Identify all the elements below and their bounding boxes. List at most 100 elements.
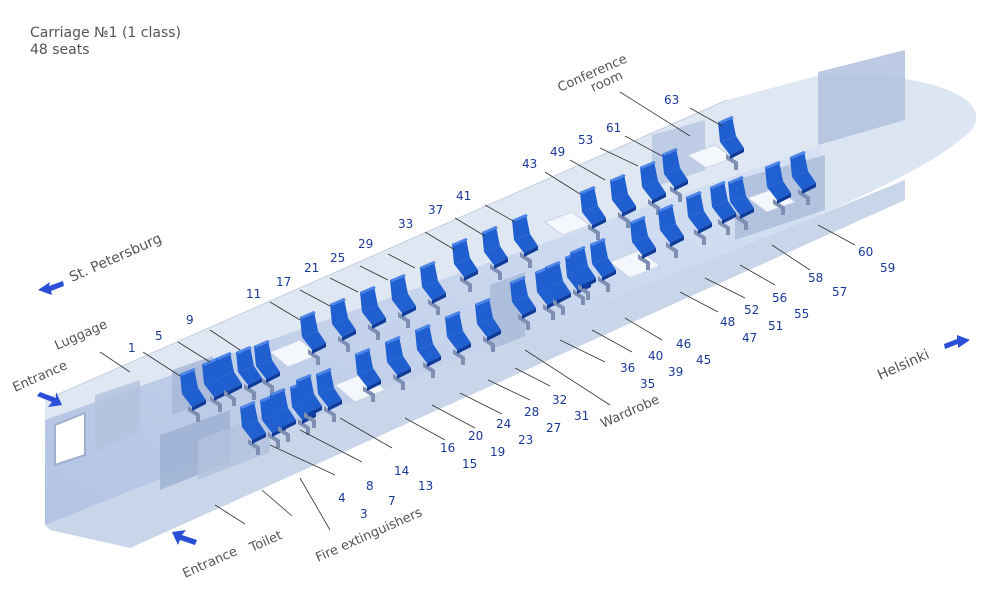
carriage-title: Carriage №1 (1 class) <box>30 25 181 41</box>
leader-line <box>359 265 389 281</box>
label-luggage: Luggage <box>53 317 110 353</box>
seat-number: 19 <box>490 445 505 459</box>
seat-number: 1 <box>128 341 136 355</box>
seat-number: 47 <box>742 331 757 345</box>
arrow-up-left-icon <box>172 530 197 545</box>
seat-number: 31 <box>574 409 589 423</box>
end-door <box>54 411 86 467</box>
table <box>269 339 319 368</box>
seat-number: 4 <box>338 491 346 505</box>
seat-number: 45 <box>696 353 711 367</box>
seat-number: 43 <box>522 157 537 171</box>
direction-helsinki: Helsinki <box>875 347 932 384</box>
seat-icon[interactable] <box>765 161 791 215</box>
seat-number: 36 <box>620 361 635 375</box>
seat-number: 21 <box>304 261 319 275</box>
seat-icon[interactable] <box>296 374 322 428</box>
leader-line <box>591 329 633 353</box>
arrow-down-right-icon <box>37 392 62 407</box>
seat-number: 28 <box>524 405 539 419</box>
seat-icon[interactable] <box>316 368 342 422</box>
leader-line <box>454 217 486 237</box>
seat-icon[interactable] <box>658 204 684 258</box>
leader-line <box>624 317 663 341</box>
leader-line <box>771 244 811 271</box>
leader-line <box>624 135 663 157</box>
leader-line <box>404 417 446 441</box>
seat-icon[interactable] <box>728 176 754 230</box>
seat-icon[interactable] <box>330 298 356 352</box>
seat-icon[interactable] <box>385 336 411 390</box>
seat-count: 48 seats <box>30 42 90 58</box>
leader-line <box>261 489 293 517</box>
seat-icon[interactable] <box>475 298 501 352</box>
seat-icon[interactable] <box>355 348 381 402</box>
seat-number: 32 <box>552 393 567 407</box>
leader-line <box>329 277 359 293</box>
carriage-header: Carriage №1 (1 class) 48 seats <box>30 25 181 59</box>
seat-icon[interactable] <box>718 116 744 170</box>
seat-icon[interactable] <box>180 368 206 422</box>
seat-number: 3 <box>360 507 368 521</box>
leader-line <box>484 204 516 223</box>
seat-number: 29 <box>358 237 373 251</box>
table <box>543 211 592 236</box>
seat-number: 51 <box>768 319 783 333</box>
seat-icon[interactable] <box>686 191 712 245</box>
leader-line <box>269 444 336 476</box>
seat-number: 20 <box>468 429 483 443</box>
seat-icon[interactable] <box>510 276 536 330</box>
seats-group <box>180 116 816 455</box>
seat-icon[interactable] <box>710 181 736 235</box>
seat-icon[interactable] <box>610 174 636 228</box>
seat-icon[interactable] <box>580 186 606 240</box>
seat-icon[interactable] <box>216 352 242 406</box>
label-entrance-left: Entrance <box>11 358 70 395</box>
seat-icon[interactable] <box>360 286 386 340</box>
leader-line <box>299 289 331 307</box>
leader-line <box>559 339 606 363</box>
luggage-rack <box>95 380 140 452</box>
seat-number: 46 <box>676 337 691 351</box>
leader-line <box>339 417 393 449</box>
seat-icon[interactable] <box>445 311 471 365</box>
label-toilet: Toilet <box>247 528 285 556</box>
seat-icon[interactable] <box>452 238 478 292</box>
leader-line <box>514 367 551 387</box>
seat-icon[interactable] <box>512 214 538 268</box>
seat-icon[interactable] <box>254 340 280 394</box>
seat-icon[interactable] <box>662 148 688 202</box>
seat-number: 40 <box>648 349 663 363</box>
seat-icon[interactable] <box>590 238 616 292</box>
seat-icon[interactable] <box>240 401 266 455</box>
seat-icon[interactable] <box>640 161 666 215</box>
seat-icon[interactable] <box>630 216 656 270</box>
seat-icon[interactable] <box>570 246 596 300</box>
seat-icon[interactable] <box>300 311 326 365</box>
seat-number: 59 <box>880 261 895 275</box>
leader-line <box>679 291 719 313</box>
seat-icon[interactable] <box>236 346 262 400</box>
seat-number: 7 <box>388 494 396 508</box>
leader-line <box>387 253 416 269</box>
seat-icon[interactable] <box>545 261 571 315</box>
direction-st-petersburg: St. Petersburg <box>67 231 164 286</box>
seat-number: 49 <box>550 145 565 159</box>
seat-icon[interactable] <box>390 274 416 328</box>
leader-line <box>424 231 456 251</box>
toilet-box <box>160 410 230 490</box>
seat-number: 35 <box>640 377 655 391</box>
seat-number: 33 <box>398 217 413 231</box>
seat-icon[interactable] <box>790 151 816 205</box>
seat-icon[interactable] <box>415 324 441 378</box>
seat-icon[interactable] <box>482 226 508 280</box>
end-wall <box>818 50 905 145</box>
leader-line <box>524 349 611 406</box>
table <box>609 249 661 279</box>
leader-line <box>544 171 581 195</box>
seat-icon[interactable] <box>420 261 446 315</box>
seat-icon[interactable] <box>270 388 296 442</box>
leader-line <box>269 301 301 321</box>
seat-number: 11 <box>246 287 261 301</box>
